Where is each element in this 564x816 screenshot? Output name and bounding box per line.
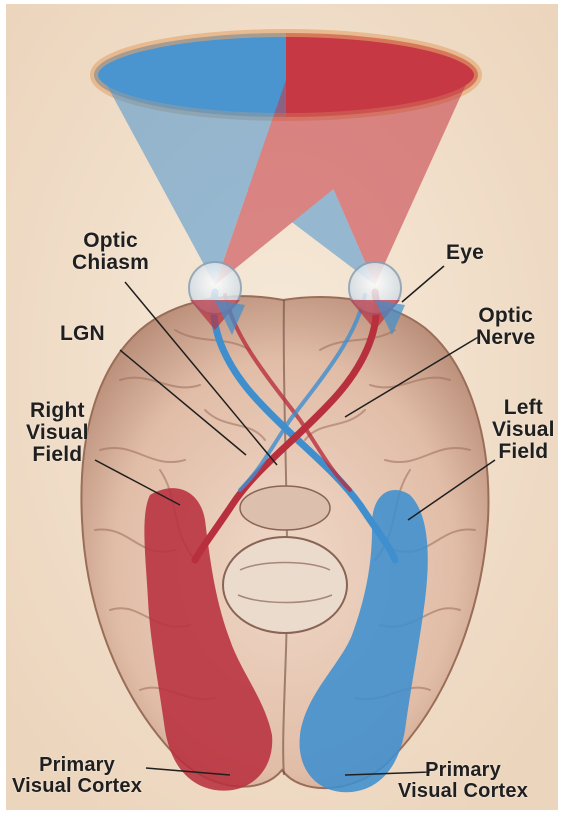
lgn-label: LGN xyxy=(60,323,105,345)
eye-label-text: Eye xyxy=(446,242,484,264)
optic-chiasm-label-line2: Chiasm xyxy=(72,252,149,274)
right-visual-field-label: Right Visual Field xyxy=(26,400,89,465)
primary-visual-cortex-left-line1: Primary xyxy=(12,755,142,776)
right-visual-field-label-line3: Field xyxy=(26,444,89,466)
primary-visual-cortex-left-line2: Visual Cortex xyxy=(12,776,142,797)
primary-visual-cortex-right-line2: Visual Cortex xyxy=(398,781,528,802)
eye-label: Eye xyxy=(446,242,484,264)
optic-chiasm-label-line1: Optic xyxy=(72,230,149,252)
right-visual-field-label-line2: Visual xyxy=(26,422,89,444)
optic-nerve-label-line2: Nerve xyxy=(476,327,535,349)
primary-visual-cortex-right-line1: Primary xyxy=(398,760,528,781)
optic-nerve-label: Optic Nerve xyxy=(476,305,535,349)
left-visual-field-label: Left Visual Field xyxy=(492,397,555,462)
primary-visual-cortex-right-label: Primary Visual Cortex xyxy=(398,760,528,802)
brain-shape xyxy=(81,296,488,788)
left-visual-field-label-line3: Field xyxy=(492,441,555,463)
left-visual-field-label-line1: Left xyxy=(492,397,555,419)
primary-visual-cortex-left-label: Primary Visual Cortex xyxy=(12,755,142,797)
right-visual-field-label-line1: Right xyxy=(26,400,89,422)
optic-nerve-label-line1: Optic xyxy=(476,305,535,327)
optic-chiasm-label: Optic Chiasm xyxy=(72,230,149,274)
left-visual-field-label-line2: Visual xyxy=(492,419,555,441)
lgn-label-text: LGN xyxy=(60,323,105,345)
